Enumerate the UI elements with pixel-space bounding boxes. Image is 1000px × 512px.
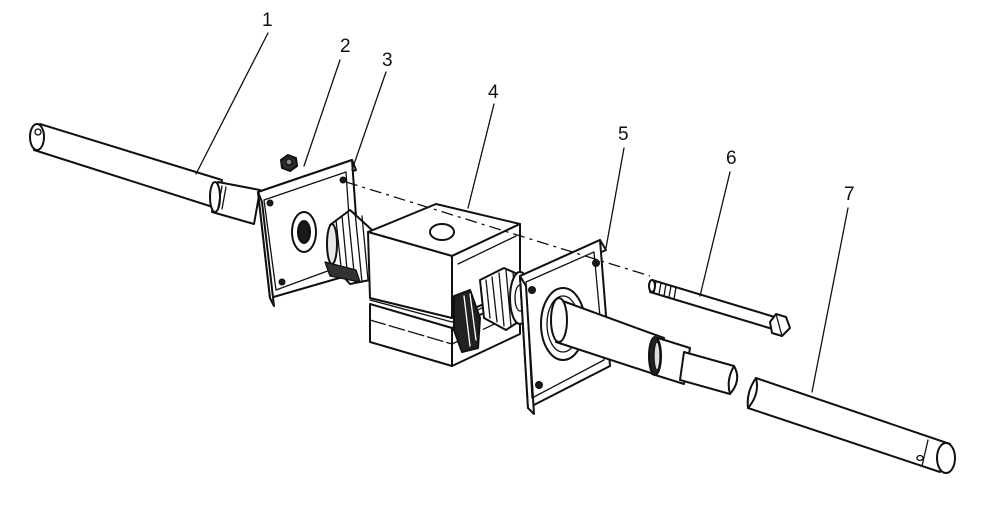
leader-4 xyxy=(467,103,495,209)
callout-3: 3 xyxy=(382,50,393,71)
output-shaft-collar xyxy=(550,297,739,395)
leader-6 xyxy=(699,171,731,297)
callout-labels: 1 2 3 4 5 6 7 xyxy=(262,10,855,205)
callout-1: 1 xyxy=(262,10,273,31)
leader-5 xyxy=(605,147,625,249)
leader-lines xyxy=(195,32,849,393)
leader-3 xyxy=(351,71,387,171)
callout-4: 4 xyxy=(488,82,499,103)
callout-5: 5 xyxy=(618,124,629,145)
callout-2: 2 xyxy=(340,36,351,57)
leader-1 xyxy=(195,32,269,175)
leader-7 xyxy=(811,207,849,393)
callout-6: 6 xyxy=(726,148,737,169)
part-6-bolt xyxy=(648,279,791,337)
part-2-nut xyxy=(280,154,298,172)
part-7-output-shaft xyxy=(746,377,956,474)
center-axis-line xyxy=(345,181,651,277)
callout-7: 7 xyxy=(844,184,855,205)
part-4-gear-housing xyxy=(367,203,521,367)
leader-2 xyxy=(303,59,341,167)
